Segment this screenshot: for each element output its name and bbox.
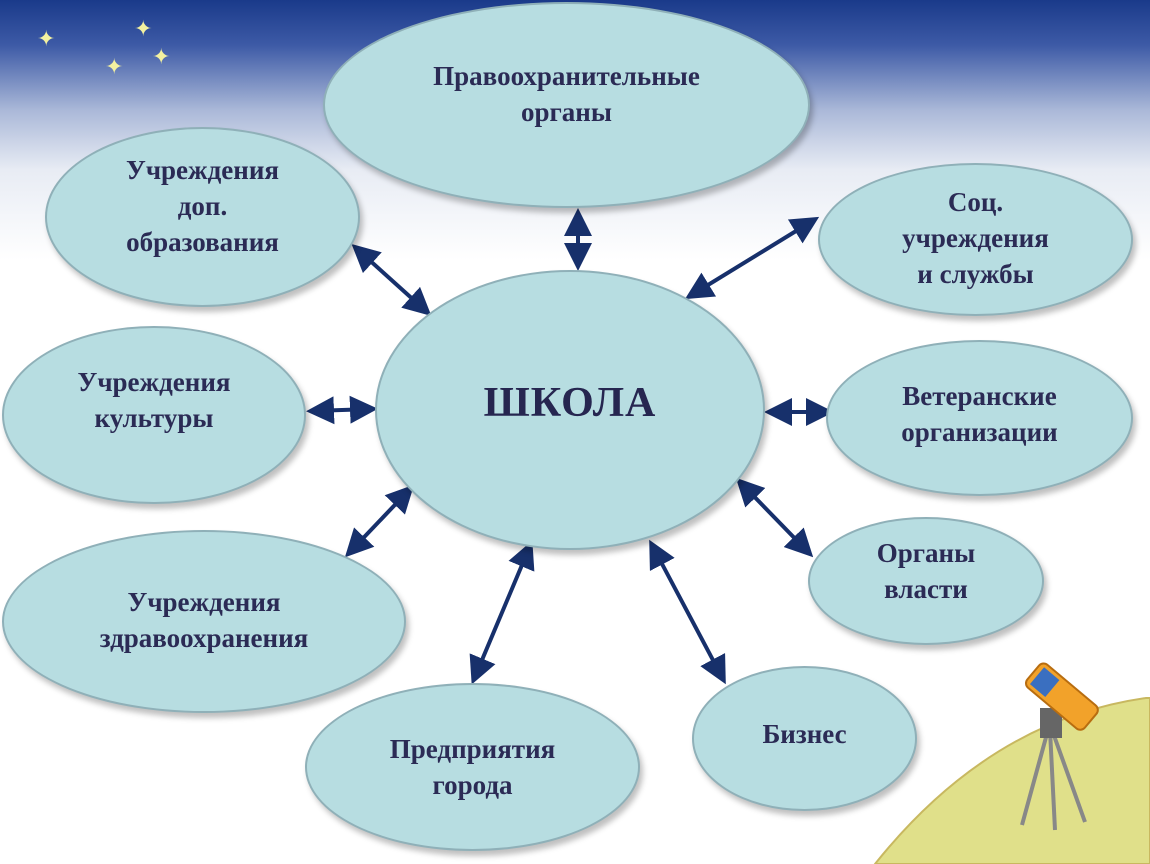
node-label: Органы власти (876, 538, 976, 604)
node-city-enterprises: Предприятия города (305, 683, 640, 851)
node-label: Ветеранские организации (901, 381, 1058, 447)
star-icon: ✦ (37, 26, 56, 51)
node-label: Бизнес (762, 718, 847, 749)
arrow-business (649, 539, 726, 685)
telescope-icon (1020, 662, 1099, 831)
node-label: Учреждения здравоохранения (99, 586, 309, 653)
node-authorities: Органы власти (808, 517, 1044, 645)
node-healthcare: Учреждения здравоохранения (2, 530, 406, 713)
node-center-school: ШКОЛА (375, 270, 765, 550)
node-label: Учреждения культуры (77, 367, 231, 433)
arrow-city-enterprises (469, 540, 535, 685)
node-social-services: Соц. учреждения и службы (818, 163, 1133, 316)
node-extra-education: Учреждения доп. образования (45, 127, 360, 307)
node-label: Соц. учреждения и службы (902, 186, 1049, 289)
star-icon: ✦ (152, 44, 171, 69)
star-icon: ✦ (105, 54, 124, 79)
node-label: Предприятия города (389, 734, 556, 800)
arrow-social-services (684, 216, 820, 300)
arrow-healthcare (344, 484, 415, 558)
node-law-enforcement: Правоохранительные органы (323, 2, 810, 208)
arrow-authorities (735, 477, 814, 558)
node-veterans: Ветеранские организации (826, 340, 1133, 496)
node-culture: Учреждения культуры (2, 326, 306, 504)
node-label: Учреждения доп. образования (126, 155, 279, 257)
node-label: Правоохранительные органы (433, 61, 700, 127)
arrow-culture (306, 395, 378, 425)
center-label: ШКОЛА (483, 380, 657, 426)
node-business: Бизнес (692, 666, 917, 811)
arrow-extra-education (351, 243, 432, 317)
star-icon: ✦ (134, 16, 153, 41)
